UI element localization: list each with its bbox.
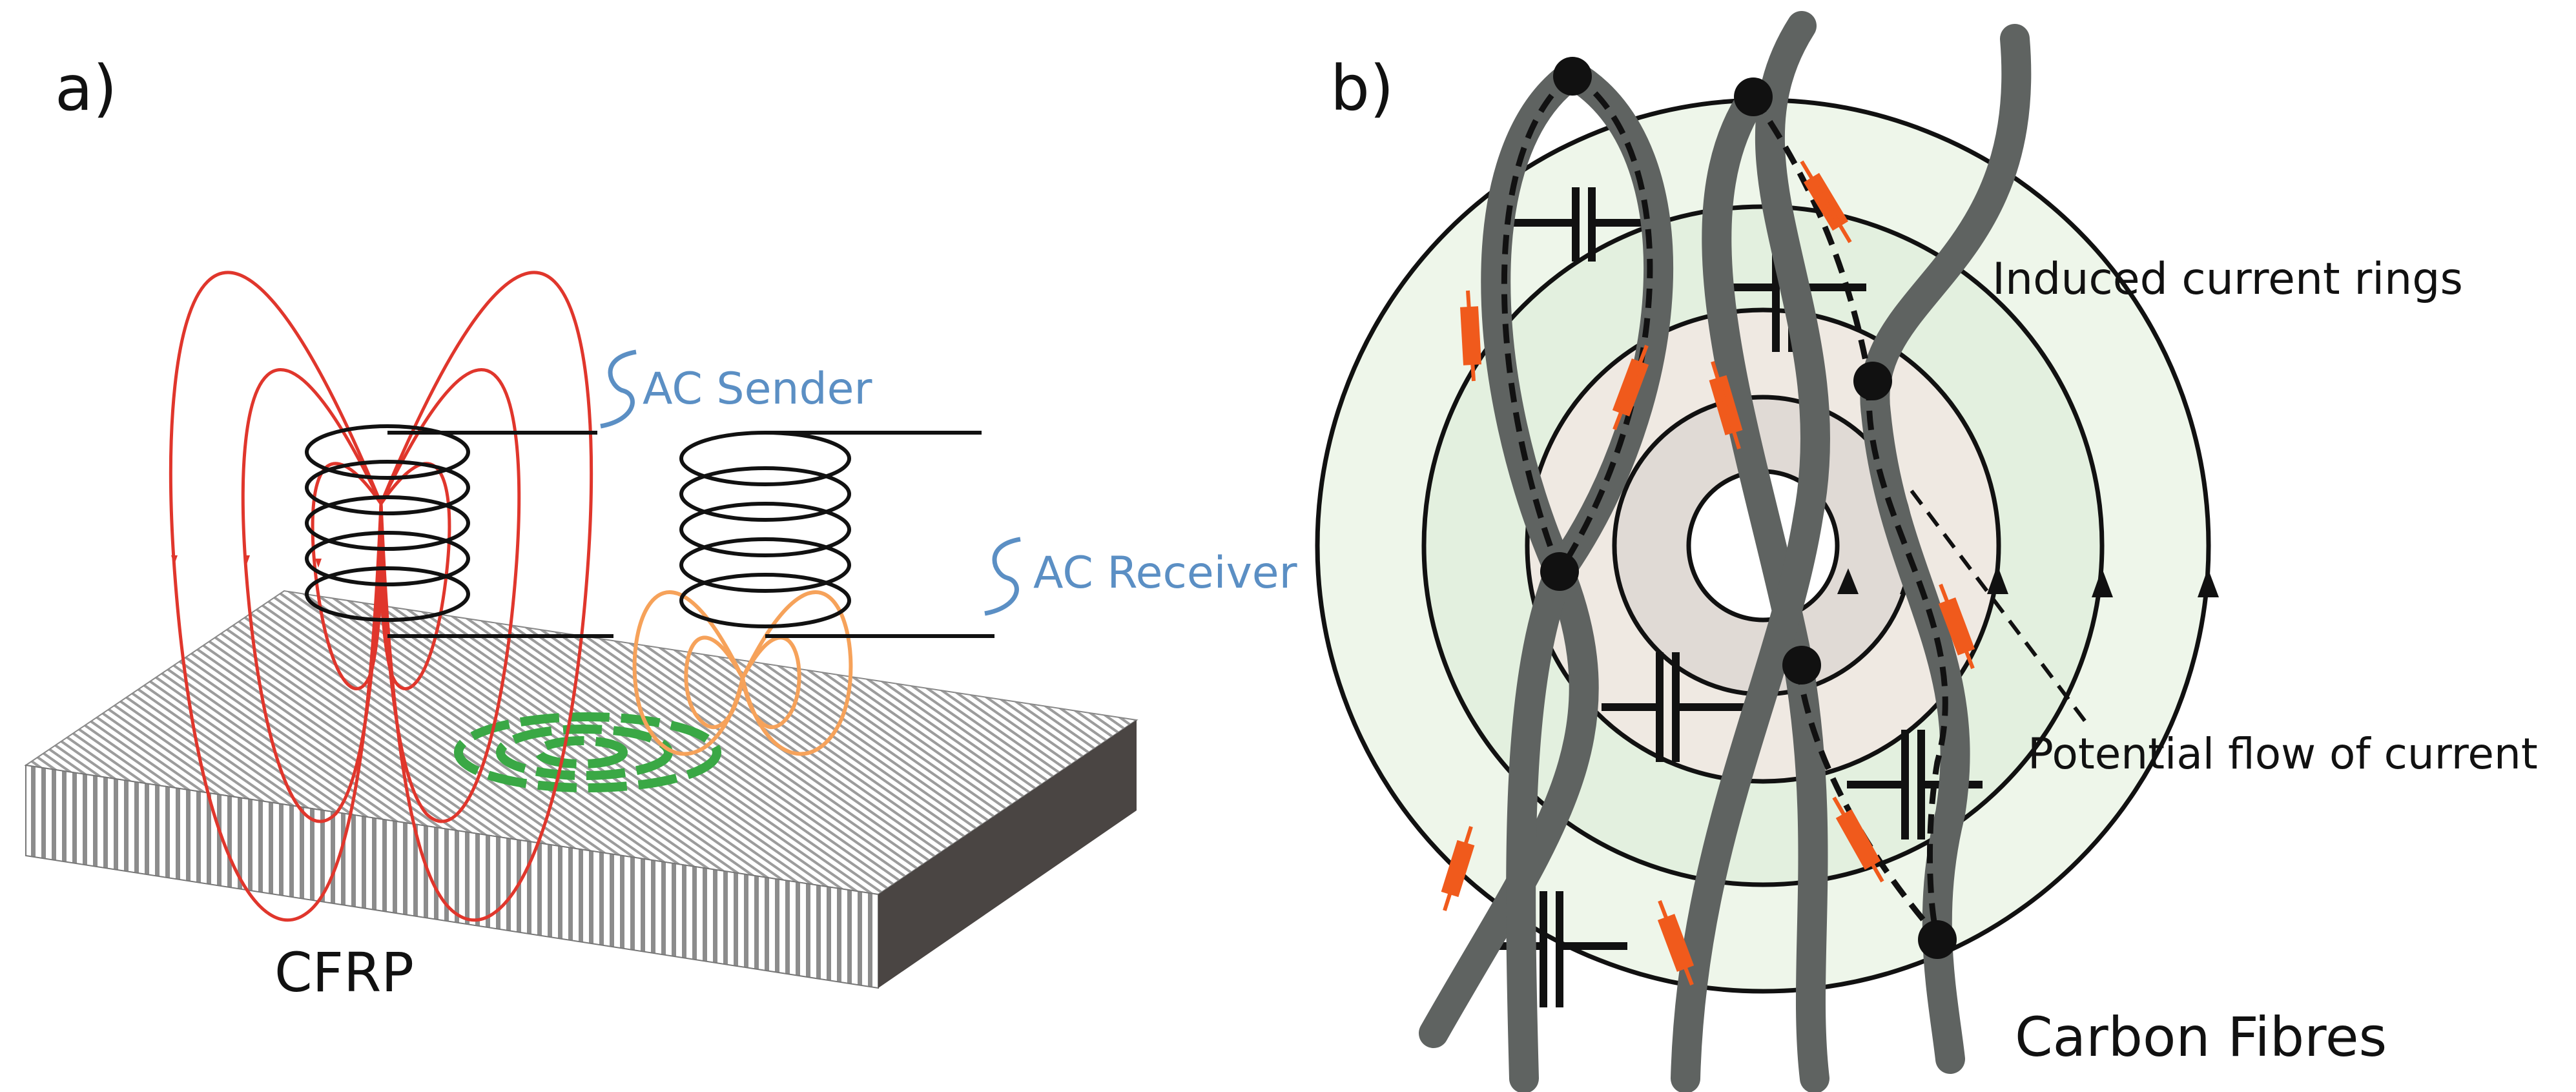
field-loop-left-outer: [169, 271, 383, 922]
flow-pointer: [1910, 489, 2091, 728]
contact-5: [1782, 646, 1821, 685]
fibre-current-paths: [1501, 72, 1948, 938]
sender-coil: [305, 424, 613, 638]
field-loop-right-mid: [379, 368, 521, 823]
contact-6: [1918, 920, 1957, 959]
current-path-2: [1557, 72, 1653, 573]
rings-label: Induced current rings: [1992, 254, 2463, 305]
sender-wave-icon: [600, 349, 637, 429]
sender-coil-turn-5: [305, 566, 470, 622]
eddy-ring-mid: [496, 725, 673, 780]
field-arrow-2: [243, 555, 250, 564]
sender-coil-turn-4: [305, 531, 470, 586]
flow-label: Potential flow of current: [2028, 729, 2538, 779]
sender-coil-turn-3: [305, 495, 470, 551]
current-path-5: [1795, 664, 1940, 938]
contact-3: [1853, 362, 1892, 400]
current-path-3: [1751, 95, 1873, 382]
receiver-coil-turn-5: [679, 573, 851, 628]
secondary-loop-4: [741, 635, 801, 729]
ring-arrow-5: [2198, 568, 2219, 597]
cfrp-label: CFRP: [274, 941, 414, 1004]
contact-1: [1553, 57, 1592, 96]
sender-coil-turn-1: [305, 424, 470, 480]
panel-b-label: b): [1330, 52, 1394, 125]
contact-2: [1734, 77, 1773, 116]
fibre-contacts: [1540, 57, 1957, 959]
receiver-coil-turn-3: [679, 502, 851, 557]
plate-side-face: [878, 720, 1137, 988]
secondary-loop-3: [741, 590, 853, 756]
field-loop-right-outer: [379, 271, 593, 922]
eddy-ring-outer: [454, 712, 721, 792]
field-loop-left-mid: [241, 368, 383, 823]
secondary-loop-2: [684, 635, 745, 729]
receiver-coil-turn-4: [679, 537, 851, 593]
ring-arrow-3: [1987, 565, 2008, 594]
sender-label: AC Sender: [643, 364, 872, 415]
field-arrow-1: [171, 555, 178, 564]
eddy-ring-inner: [535, 736, 628, 768]
contact-4: [1540, 552, 1579, 591]
current-path-1: [1501, 72, 1574, 573]
current-path-4: [1866, 380, 1948, 938]
field-arrow-3: [315, 559, 322, 568]
ring-arrow-1: [1837, 568, 1859, 594]
ring-arrow-4: [2092, 568, 2113, 597]
panel-b: b): [1315, 11, 2538, 1092]
field-arrows: [171, 555, 322, 568]
fibre-4: [1671, 11, 1831, 1092]
panel-a-label: a): [55, 52, 117, 125]
fibres-label: Carbon Fibres: [2015, 1005, 2387, 1069]
eddy-current-rings: [454, 712, 721, 792]
resistor-leads: [1443, 160, 1975, 986]
receiver-wave-icon: [984, 537, 1021, 616]
receiver-coil-turn-2: [679, 466, 851, 522]
capacitor-3: [1602, 652, 1750, 762]
sender-coil-turn-2: [305, 460, 470, 515]
receiver-coil: [679, 431, 994, 638]
panel-a: a): [24, 52, 1297, 1004]
receiver-label: AC Receiver: [1033, 548, 1297, 599]
